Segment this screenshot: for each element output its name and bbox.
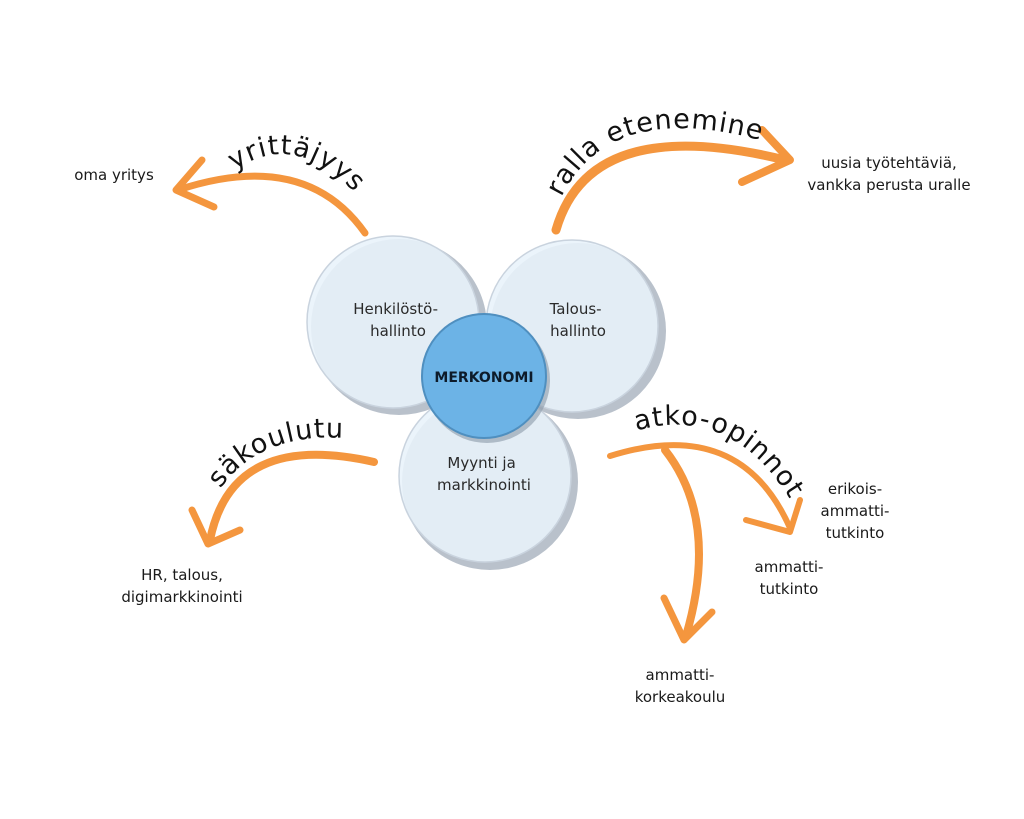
arrowhead-yrittajyys bbox=[172, 156, 218, 211]
arrowhead-lisakoulutus bbox=[188, 506, 244, 548]
target-uralla: uusia työtehtäviä, vankka perusta uralle bbox=[807, 154, 971, 194]
arrow-uralla bbox=[551, 141, 790, 235]
arrowhead-jatko-main bbox=[743, 497, 803, 535]
label-lisakoulutus: lisäkoulutus bbox=[0, 0, 344, 493]
target-lisakoulutus: HR, talous, digimarkkinointi bbox=[121, 566, 243, 606]
target-oma-yritys: oma yritys bbox=[74, 166, 154, 184]
arrowhead-jatko-branch bbox=[660, 594, 716, 644]
target-ammattitutkinto: ammatti- tutkinto bbox=[754, 558, 824, 598]
circles bbox=[306, 235, 659, 563]
target-erikoisammattitutkinto: erikois- ammatti- tutkinto bbox=[820, 480, 890, 542]
arrow-lisakoulutus bbox=[206, 450, 378, 544]
target-ammattikorkeakoulu: ammatti- korkeakoulu bbox=[634, 666, 726, 706]
center-circle bbox=[421, 313, 547, 439]
arrow-jatko-branch bbox=[661, 446, 703, 640]
circle-henkilosto-label: Henkilöstö- hallinto bbox=[353, 300, 443, 340]
label-yrittajyys: yrittäjyys bbox=[222, 130, 371, 198]
arrowhead-uralla bbox=[738, 126, 794, 186]
center-label: MERKONOMI bbox=[434, 370, 533, 386]
circle-talous-label: Talous- hallinto bbox=[549, 300, 607, 340]
arrow-yrittajyys bbox=[174, 172, 369, 237]
arrows bbox=[172, 126, 803, 644]
circle-myynti-label: Myynti ja markkinointi bbox=[437, 454, 531, 494]
arrow-jatko-main bbox=[607, 442, 793, 531]
